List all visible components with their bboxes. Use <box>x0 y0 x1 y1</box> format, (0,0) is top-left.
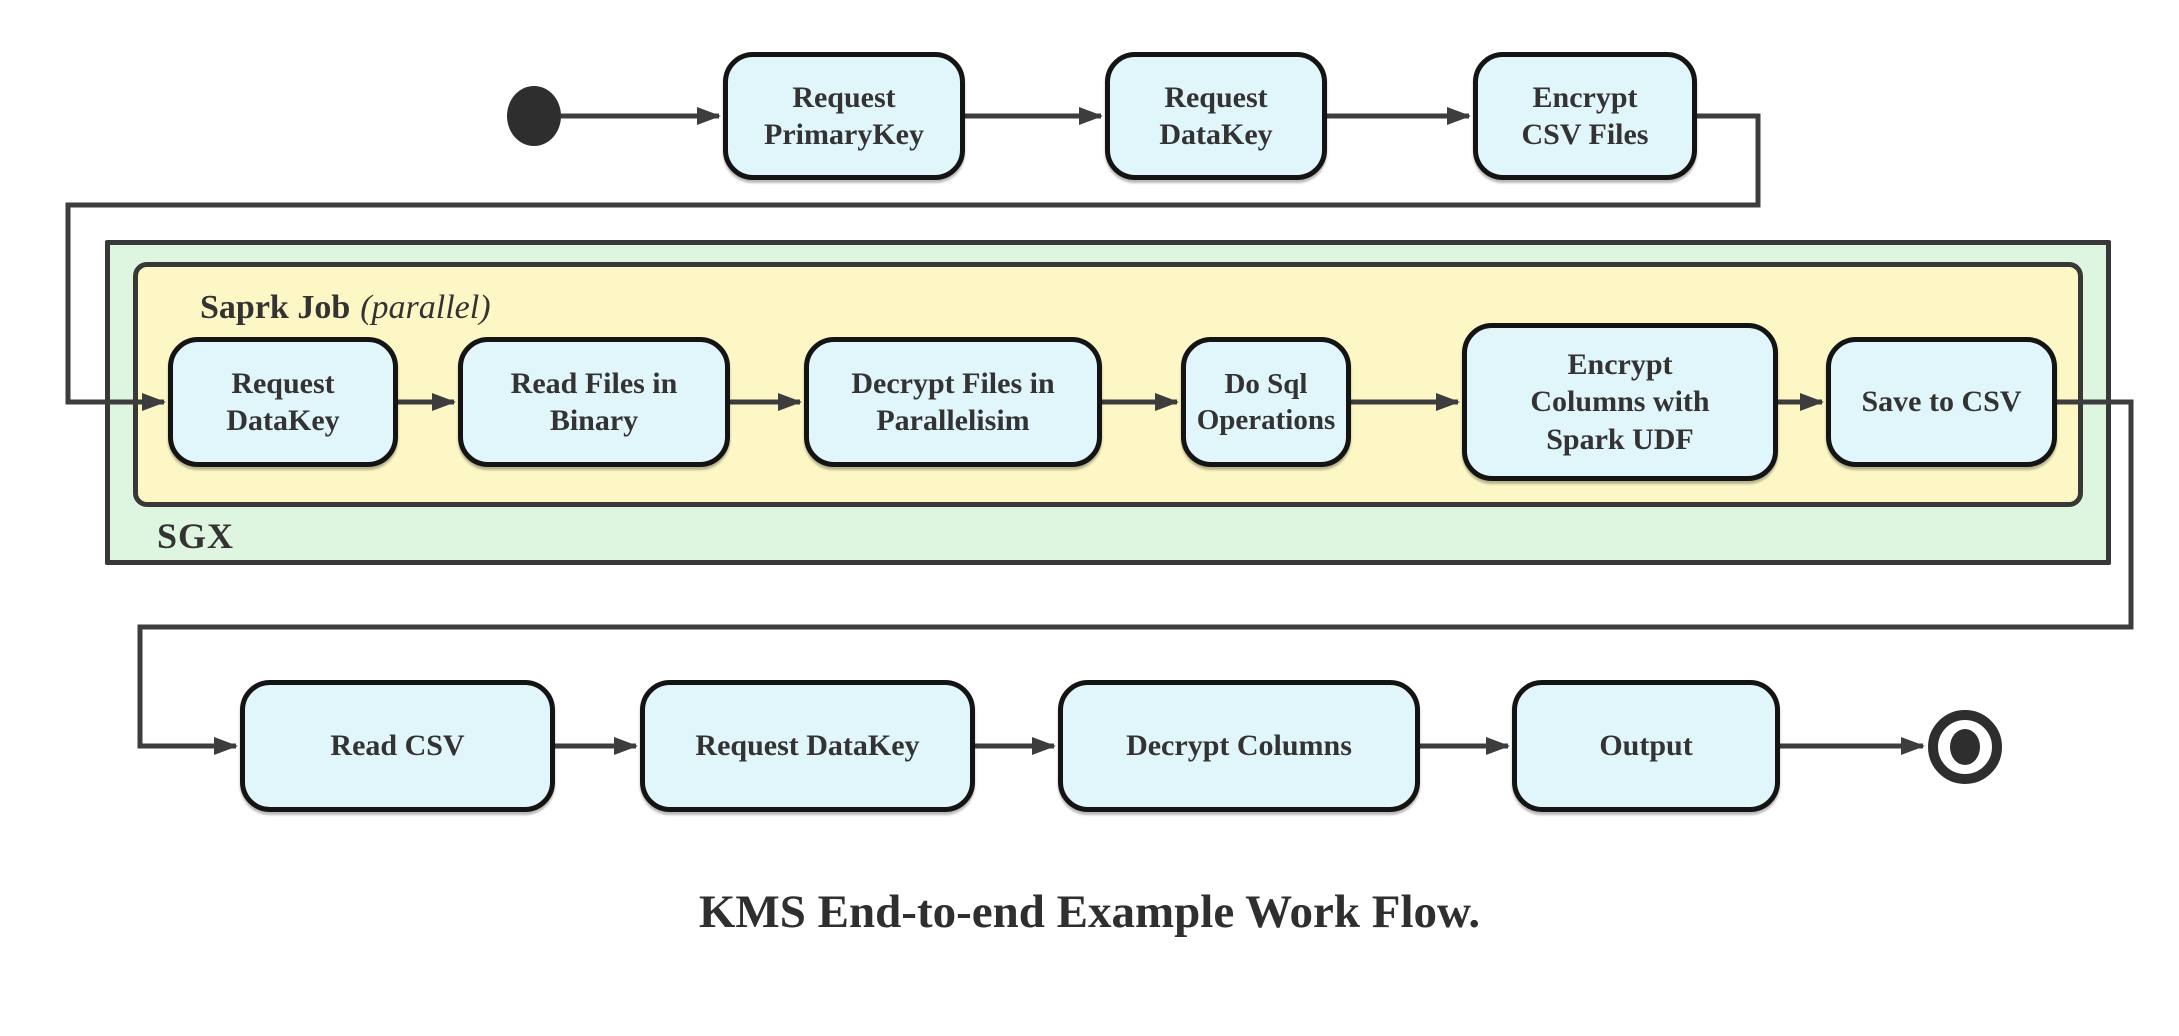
node-read-files-in-binary: Read Files in Binary <box>458 337 730 467</box>
node-encrypt-columns-with-spark-udf: Encrypt Columns with Spark UDF <box>1462 323 1778 481</box>
spark-job-title: Saprk Job <box>200 289 351 326</box>
node-request-datakey-top: Request DataKey <box>1105 52 1327 180</box>
spark-job-mode-label: (parallel) <box>360 289 491 326</box>
start-state-icon <box>507 86 561 146</box>
node-decrypt-files-in-parallelisim: Decrypt Files in Parallelisim <box>804 337 1102 467</box>
arrow-save-csv-to-read-csv <box>137 399 2134 755</box>
node-sgx-request-datakey: Request DataKey <box>168 337 398 467</box>
arrow-encrypt-csv-to-sgx <box>65 113 1761 411</box>
end-state-icon <box>1928 710 2002 784</box>
node-encrypt-csv-files: Encrypt CSV Files <box>1473 52 1697 180</box>
node-save-to-csv: Save to CSV <box>1826 337 2057 467</box>
sgx-label: SGX <box>157 516 235 556</box>
node-request-primarykey: Request PrimaryKey <box>723 52 965 180</box>
node-decrypt-columns: Decrypt Columns <box>1058 680 1420 812</box>
node-request-datakey-bottom: Request DataKey <box>640 680 975 812</box>
node-do-sql-operations: Do Sql Operations <box>1181 337 1351 467</box>
node-read-csv: Read CSV <box>240 680 555 812</box>
spark-job-label: Saprk Job(parallel) <box>200 289 491 327</box>
node-output: Output <box>1512 680 1780 812</box>
diagram-caption: KMS End-to-end Example Work Flow. <box>698 886 1481 938</box>
